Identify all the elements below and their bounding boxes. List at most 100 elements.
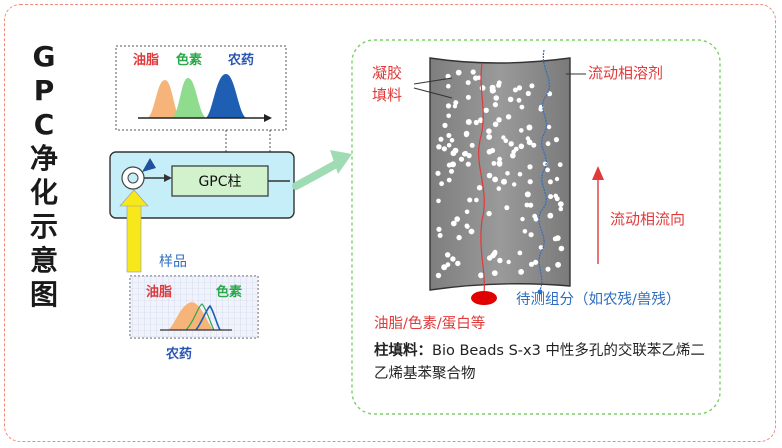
packing-label-line1: 凝胶 <box>372 64 402 82</box>
gel-bead <box>464 223 470 229</box>
gel-bead <box>454 216 461 222</box>
gel-bead <box>435 272 442 279</box>
gel-bead <box>503 138 509 143</box>
gel-bead <box>441 146 447 152</box>
gel-bead <box>442 122 448 128</box>
peak-label-oil: 油脂 <box>133 52 159 68</box>
gel-bead <box>512 182 517 187</box>
gel-bead <box>465 94 471 100</box>
title-char: 示 <box>29 210 58 243</box>
flow-direction-arrow <box>592 166 604 264</box>
gel-bead <box>446 113 452 119</box>
zoom-arrow <box>292 150 352 190</box>
gel-bead <box>446 177 452 183</box>
gpc-column <box>171 165 269 197</box>
column-cross-section <box>429 49 571 295</box>
gel-bead <box>518 143 525 150</box>
gel-bead <box>456 234 462 241</box>
gel-bead <box>483 107 489 114</box>
title-char: 化 <box>29 176 58 209</box>
gel-bead <box>512 87 518 93</box>
gel-bead <box>446 83 451 89</box>
gel-bead <box>493 95 500 101</box>
gel-bead <box>489 84 496 91</box>
flow-direction-label: 流动相流向 <box>610 210 685 228</box>
gel-bead <box>497 156 502 162</box>
gel-bead <box>501 135 506 140</box>
gel-bead <box>478 272 484 279</box>
gel-bead <box>547 179 553 185</box>
gel-bead <box>465 119 472 125</box>
gel-bead <box>517 171 523 177</box>
diagram-title: G P C 净 化 示 意 图 <box>24 40 64 312</box>
chromatogram-box: 油脂 色素 农药 <box>115 45 287 152</box>
gel-bead <box>476 75 482 80</box>
gel-bead <box>505 171 510 176</box>
gel-bead <box>528 202 534 208</box>
gel-bead <box>553 193 558 199</box>
gel-bead <box>497 257 503 264</box>
gel-bead <box>520 216 525 222</box>
gel-bead <box>522 229 528 234</box>
gel-bead <box>436 144 442 150</box>
gel-bead <box>524 202 530 208</box>
gel-bead <box>527 164 533 170</box>
sample-label: 样品 <box>159 254 187 270</box>
gel-bead <box>479 85 486 91</box>
gel-bead <box>519 128 524 133</box>
gel-bead <box>545 141 551 147</box>
gel-bead <box>452 147 459 154</box>
gel-bead <box>449 168 454 174</box>
gel-bead <box>458 156 465 162</box>
gel-bead <box>510 152 516 159</box>
gpc-column-label: GPC柱 <box>198 174 241 190</box>
gel-bead <box>446 143 452 148</box>
gel-bead <box>486 128 492 134</box>
gel-bead <box>526 124 533 131</box>
gel-bead <box>492 176 498 183</box>
peak-pesticide <box>206 74 246 118</box>
caption-text: Bio Beads S-x3 中性多孔的交联苯乙烯二乙烯基苯聚合物 <box>374 343 705 382</box>
gel-bead <box>529 83 535 89</box>
sample-box: 油脂 色素 <box>129 275 259 339</box>
gel-bead <box>452 104 458 109</box>
packing-label-line2: 填料 <box>372 86 402 104</box>
gel-bead <box>476 185 483 191</box>
title-char: 图 <box>29 278 58 311</box>
gel-bead <box>466 153 472 159</box>
gel-bead <box>516 97 522 103</box>
gel-bead <box>525 90 531 97</box>
gel-bead <box>446 162 452 168</box>
gel-bead <box>507 96 514 103</box>
injector-needle-icon <box>142 158 156 172</box>
gel-bead <box>545 167 550 173</box>
gel-bead <box>558 245 565 252</box>
gel-bead <box>450 220 457 227</box>
title-char: 净 <box>29 142 58 175</box>
gel-bead <box>463 150 468 156</box>
title-char: G <box>32 40 56 73</box>
gel-bead <box>465 161 471 167</box>
gel-bead <box>487 255 493 261</box>
gel-bead <box>465 80 471 86</box>
gel-bead <box>513 146 519 152</box>
gel-bead <box>445 103 452 109</box>
peak-label-pesticide: 农药 <box>227 52 254 68</box>
gpc-column-box: GPC柱 <box>109 151 295 219</box>
gel-bead <box>519 104 525 110</box>
peak-oil <box>148 80 180 118</box>
gel-bead <box>478 117 484 123</box>
gel-bead <box>553 137 560 143</box>
gel-bead <box>492 121 499 128</box>
gel-bead <box>436 226 442 232</box>
packing-caption: 柱填料：Bio Beads S-x3 中性多孔的交联苯乙烯二乙烯基苯聚合物 <box>374 340 714 386</box>
peak-pigment <box>172 78 206 118</box>
gel-bead <box>517 250 523 256</box>
gel-bead <box>470 69 476 75</box>
title-char: C <box>33 108 55 141</box>
gel-bead <box>557 201 564 208</box>
peak-label-pigment: 色素 <box>176 52 202 68</box>
gel-bead <box>526 139 533 146</box>
gel-bead <box>547 212 554 219</box>
